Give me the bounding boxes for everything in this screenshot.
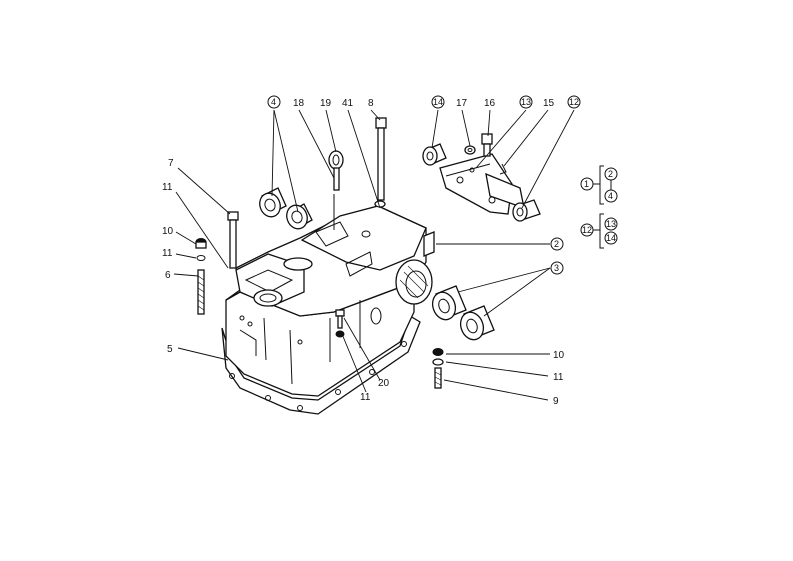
legend-1-a: 2 — [608, 169, 613, 179]
eye-bolt-19 — [328, 150, 344, 191]
callout-8: 8 — [368, 98, 374, 109]
callout-13: 13 — [521, 97, 531, 107]
callout-14: 14 — [433, 97, 443, 107]
nut-10-right — [432, 348, 444, 356]
bolt-7 — [227, 211, 239, 269]
washer-17 — [464, 145, 476, 155]
stud-6 — [195, 238, 207, 315]
bracket-assembly — [439, 153, 525, 215]
leader-lines — [173, 109, 575, 401]
callout-18: 18 — [293, 98, 305, 109]
callouts: 7 11 10 11 6 5 4 18 19 41 8 14 17 16 13 … — [162, 95, 581, 407]
callout-9: 9 — [553, 396, 559, 407]
callout-20: 20 — [378, 378, 390, 389]
callout-10: 10 — [553, 350, 565, 361]
callout-11: 11 — [162, 248, 173, 259]
bushing-14 — [422, 143, 447, 166]
callout-10: 10 — [162, 226, 174, 237]
bushing-4-left — [259, 187, 287, 218]
callout-4: 4 — [271, 97, 276, 107]
callout-15: 15 — [543, 98, 555, 109]
bolt-16 — [481, 133, 493, 157]
callout-3: 3 — [554, 263, 559, 273]
legend-group-2: 12 13 14 — [580, 213, 618, 249]
legend-1-b: 4 — [608, 191, 613, 201]
callout-5: 5 — [167, 344, 173, 355]
callout-16: 16 — [484, 98, 496, 109]
legend-2-b: 14 — [606, 233, 616, 243]
bushing-3-upper — [431, 285, 467, 321]
stud-9 — [434, 367, 442, 389]
pin-15 — [499, 163, 507, 175]
transmission-housing — [221, 205, 435, 415]
bushing-12 — [512, 199, 541, 222]
callout-41: 41 — [342, 98, 354, 109]
callout-11: 11 — [553, 372, 564, 383]
callout-7: 7 — [168, 158, 174, 169]
washer-11-right — [432, 358, 444, 366]
legend-2-a: 13 — [606, 219, 616, 229]
bushing-4-right — [286, 203, 313, 230]
callout-2: 2 — [554, 239, 559, 249]
bolt-20 — [335, 309, 345, 338]
callout-11: 11 — [162, 182, 173, 193]
legend-1-head: 1 — [584, 179, 589, 189]
callout-6: 6 — [165, 270, 171, 281]
callout-12: 12 — [569, 97, 579, 107]
callout-19: 19 — [320, 98, 332, 109]
legend-group-1: 1 2 4 — [580, 165, 618, 205]
callout-17: 17 — [456, 98, 468, 109]
callout-11: 11 — [360, 392, 371, 403]
legend-2-head: 12 — [582, 225, 592, 235]
bolt-8 — [374, 117, 387, 208]
